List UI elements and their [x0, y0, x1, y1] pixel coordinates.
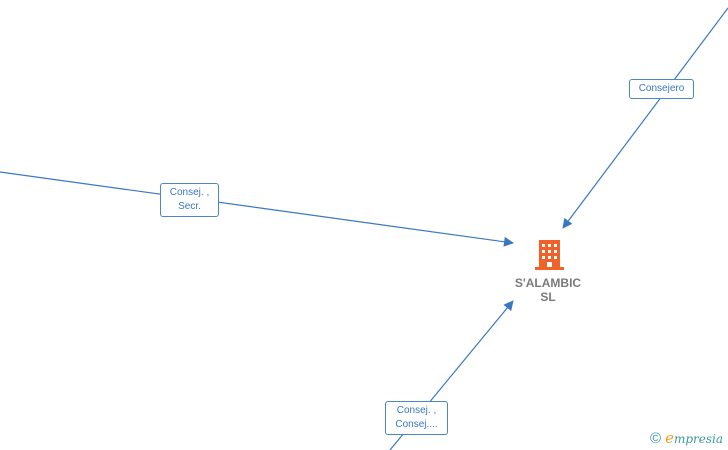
brand-logo: empresia: [665, 429, 723, 447]
company-name[interactable]: S'ALAMBIC SL: [498, 276, 598, 304]
brand-initial: e: [665, 429, 674, 447]
edge-label-line: Consej....: [395, 419, 438, 430]
company-name-line1: S'ALAMBIC: [514, 276, 582, 290]
company-name-line2: SL: [540, 290, 556, 304]
edge-label-line: Consej. ,: [169, 187, 210, 198]
edge-label-consej-consej[interactable]: Consej. , Consej....: [385, 401, 448, 435]
building-icon[interactable]: [535, 240, 564, 270]
edge-line-consej-secr: [0, 171, 514, 247]
edge-line-consejero: [562, 7, 728, 229]
copyright-icon: ©: [650, 429, 662, 447]
edge-label-consej-secr[interactable]: Consej. , Secr.: [160, 183, 219, 217]
edge-label-line: Consejero: [638, 83, 685, 94]
edge-label-consejero[interactable]: Consejero: [629, 79, 694, 99]
edge-label-line: Secr.: [178, 201, 201, 212]
brand-rest: mpresia: [673, 432, 724, 446]
edge-label-line: Consej. ,: [396, 405, 437, 416]
empresia-watermark: © empresia: [650, 428, 723, 448]
